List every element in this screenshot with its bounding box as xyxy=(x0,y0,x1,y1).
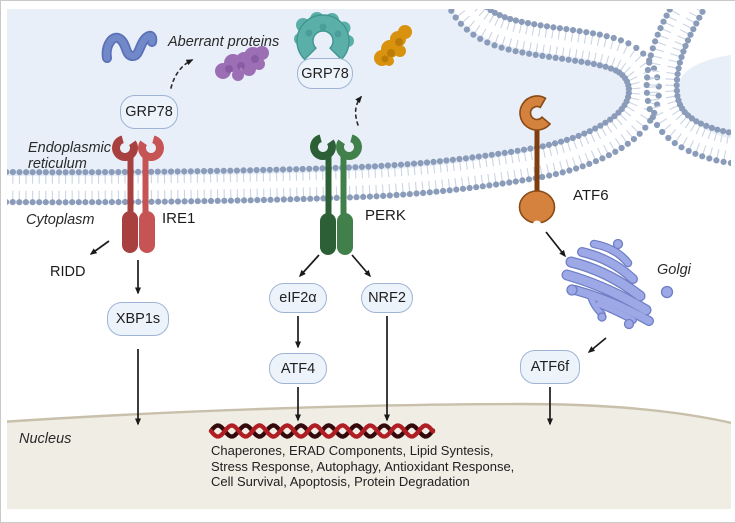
membrane-tails xyxy=(646,1,735,164)
target-genes-text: Chaperones, ERAD Components, Lipid Synte… xyxy=(211,443,514,490)
er-label-line1: Endoplasmic xyxy=(28,140,112,156)
target-genes-line3: Cell Survival, Apoptosis, Protein Degrad… xyxy=(211,474,470,489)
xbp1s-badge: XBP1s xyxy=(107,302,169,336)
nucleus-envelope xyxy=(1,402,735,426)
atf4-badge: ATF4 xyxy=(269,353,327,384)
nrf2-badge: NRF2 xyxy=(361,283,413,313)
atf6-receptor xyxy=(518,95,556,230)
membrane-tails xyxy=(5,1,659,203)
arrow-perk-eif2a xyxy=(298,254,320,278)
arrow-grp78-release-perk xyxy=(354,95,362,126)
er-tubule-membrane xyxy=(643,1,735,167)
ire1-label: IRE1 xyxy=(162,210,196,227)
pathway-arrows xyxy=(89,231,607,426)
membrane-dots xyxy=(643,1,735,167)
arrow-golgi-atf6f xyxy=(587,337,607,353)
ridd-label: RIDD xyxy=(50,264,86,280)
atf6-label: ATF6 xyxy=(573,187,609,204)
er-label: Endoplasmic reticulum xyxy=(28,140,111,172)
nucleus-label: Nucleus xyxy=(19,431,72,447)
ire1-receptor xyxy=(112,135,164,253)
perk-label: PERK xyxy=(365,207,406,224)
grp78-chaperone-icon xyxy=(294,12,354,61)
arrow-ire1-ridd xyxy=(89,240,110,255)
target-genes-line2: Stress Response, Autophagy, Antioxidant … xyxy=(211,458,515,474)
eif2a-badge: eIF2α xyxy=(269,283,327,313)
er-label-line2: reticulum xyxy=(28,156,87,172)
cytoplasm-label: Cytoplasm xyxy=(26,212,95,228)
grp78-released-badge: GRP78 xyxy=(297,58,353,89)
aggregated-protein-purple-icon xyxy=(215,46,269,81)
release-arrows xyxy=(170,59,362,126)
golgi-apparatus-icon xyxy=(561,238,674,330)
aberrant-proteins-label: Aberrant proteins xyxy=(168,34,280,50)
nucleus-region xyxy=(1,404,735,509)
target-genes-line1: Chaperones, ERAD Components, Lipid Synte… xyxy=(211,443,494,458)
arrow-grp78-release-ire1 xyxy=(170,59,194,89)
dna-helix xyxy=(208,423,436,439)
aggregated-protein-orange-icon xyxy=(374,25,412,66)
arrow-atf6-golgi xyxy=(545,231,566,258)
unfolded-protein-icon xyxy=(101,30,158,63)
perk-receptor xyxy=(310,134,362,255)
golgi-label: Golgi xyxy=(657,262,691,278)
atf6f-badge: ATF6f xyxy=(520,350,580,384)
arrow-perk-nrf2 xyxy=(351,254,371,278)
grp78-ire1-badge: GRP78 xyxy=(120,95,178,129)
